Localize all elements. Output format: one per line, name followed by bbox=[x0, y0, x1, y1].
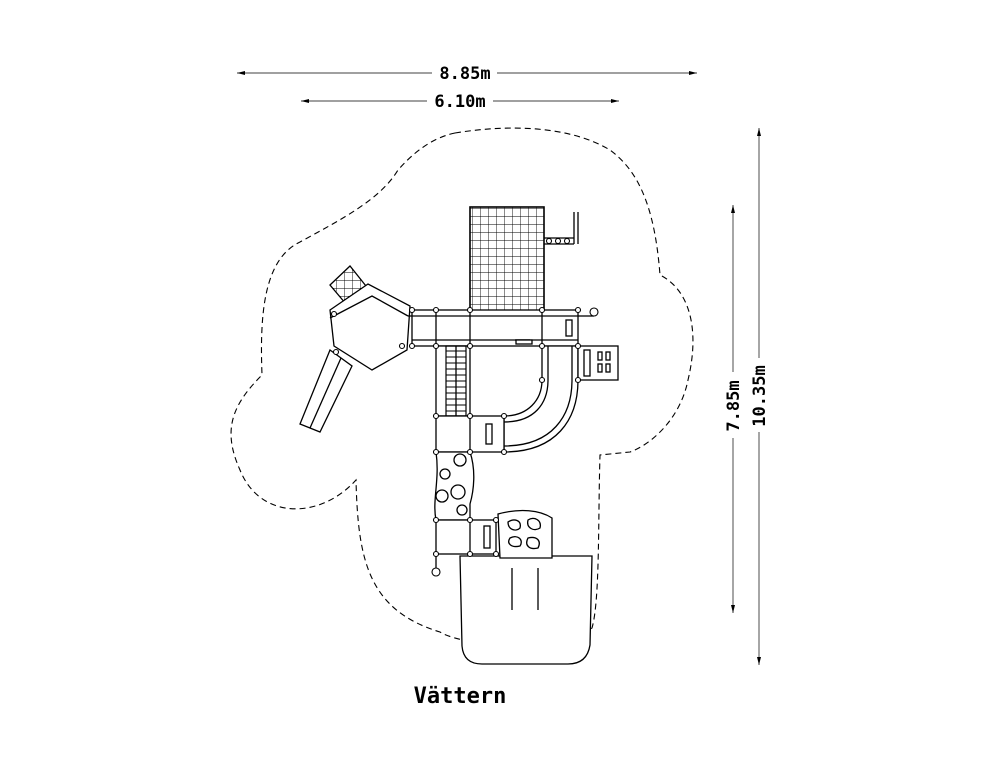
width-dimension-structure: 6.10m bbox=[301, 92, 619, 112]
slide-landing-zone bbox=[459, 555, 593, 665]
ladder bbox=[435, 345, 471, 417]
width-dimension-total: 8.85m bbox=[237, 64, 697, 84]
total-depth-label: 10.35m bbox=[750, 365, 770, 426]
tube-slide bbox=[299, 348, 353, 433]
structure-depth-label: 7.85m bbox=[724, 380, 744, 431]
depth-dimension-structure: 7.85m bbox=[724, 205, 744, 613]
structure-width-label: 6.10m bbox=[434, 92, 485, 112]
middle-deck bbox=[435, 415, 505, 453]
total-width-label: 8.85m bbox=[439, 64, 490, 84]
lower-deck bbox=[431, 519, 497, 577]
tower-roof bbox=[329, 283, 412, 371]
curved-bridge bbox=[503, 339, 579, 453]
climbing-wall bbox=[434, 451, 475, 521]
climbing-net bbox=[469, 206, 545, 314]
side-platform bbox=[577, 345, 619, 381]
rock-climbing-panel bbox=[497, 509, 553, 559]
upper-deck bbox=[411, 307, 599, 347]
handrail-top-right bbox=[544, 212, 579, 245]
fireman-pole-base bbox=[511, 568, 539, 610]
product-name: Vättern bbox=[414, 684, 507, 709]
structure-posts bbox=[408, 306, 582, 558]
depth-dimension-total: 10.35m bbox=[750, 128, 770, 665]
